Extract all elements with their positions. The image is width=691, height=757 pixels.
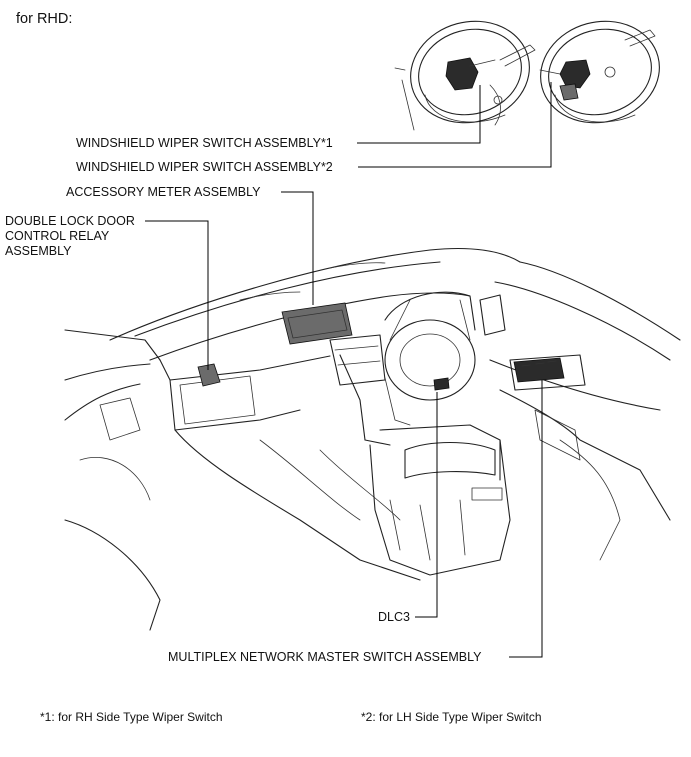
callout-double-lock-line-1: DOUBLE LOCK DOOR (5, 214, 135, 228)
callout-wiper-switch-1: WINDSHIELD WIPER SWITCH ASSEMBLY*1 (76, 136, 333, 150)
accessory-meter-part (281, 302, 353, 345)
master-switch-part (513, 357, 565, 383)
steering-wheel-detail-rh (394, 20, 536, 131)
wiper-switch-rh-part (445, 57, 479, 91)
callout-wiper-switch-2: WINDSHIELD WIPER SWITCH ASSEMBLY*2 (76, 160, 333, 174)
wiper-switch-lh-part (559, 59, 591, 89)
callout-double-lock-line-2: CONTROL RELAY (5, 229, 110, 243)
leader-lines (145, 82, 552, 658)
callout-dlc3: DLC3 (378, 610, 410, 624)
callout-double-lock-line-3: ASSEMBLY (5, 244, 72, 258)
footnote-1: *1: for RH Side Type Wiper Switch (40, 710, 223, 724)
callout-multiplex-master-switch: MULTIPLEX NETWORK MASTER SWITCH ASSEMBLY (168, 650, 482, 664)
variant-heading: for RHD: (16, 11, 73, 27)
double-lock-relay-part (197, 363, 221, 387)
dlc3-part (433, 377, 450, 391)
steering-wheel-detail-lh (539, 20, 660, 124)
callout-double-lock-relay: DOUBLE LOCK DOOR CONTROL RELAY ASSEMBLY (5, 214, 135, 259)
callout-accessory-meter: ACCESSORY METER ASSEMBLY (66, 185, 261, 199)
footnote-2: *2: for LH Side Type Wiper Switch (361, 710, 542, 724)
dashboard-outline (64, 248, 681, 631)
